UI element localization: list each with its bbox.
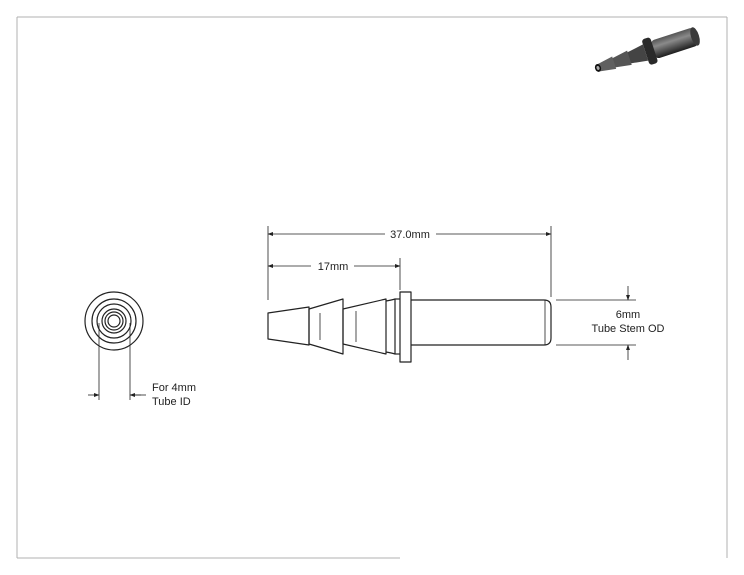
dim-overall-length — [267, 226, 552, 300]
tube-id-label: Tube ID — [152, 396, 191, 408]
iso-thumbnail — [594, 27, 700, 72]
tube-id-value: For 4mm — [152, 382, 196, 394]
side-view — [267, 291, 552, 363]
dim-stem-od — [556, 286, 636, 360]
dim-barb-length — [267, 258, 401, 290]
barb-length-label: 17mm — [318, 261, 349, 273]
stem-od-value: 6mm — [616, 309, 640, 321]
end-view — [84, 291, 146, 400]
stem-od-label: Tube Stem OD — [592, 323, 665, 335]
sheet-border — [16, 16, 728, 559]
overall-length-label: 37.0mm — [390, 229, 430, 241]
